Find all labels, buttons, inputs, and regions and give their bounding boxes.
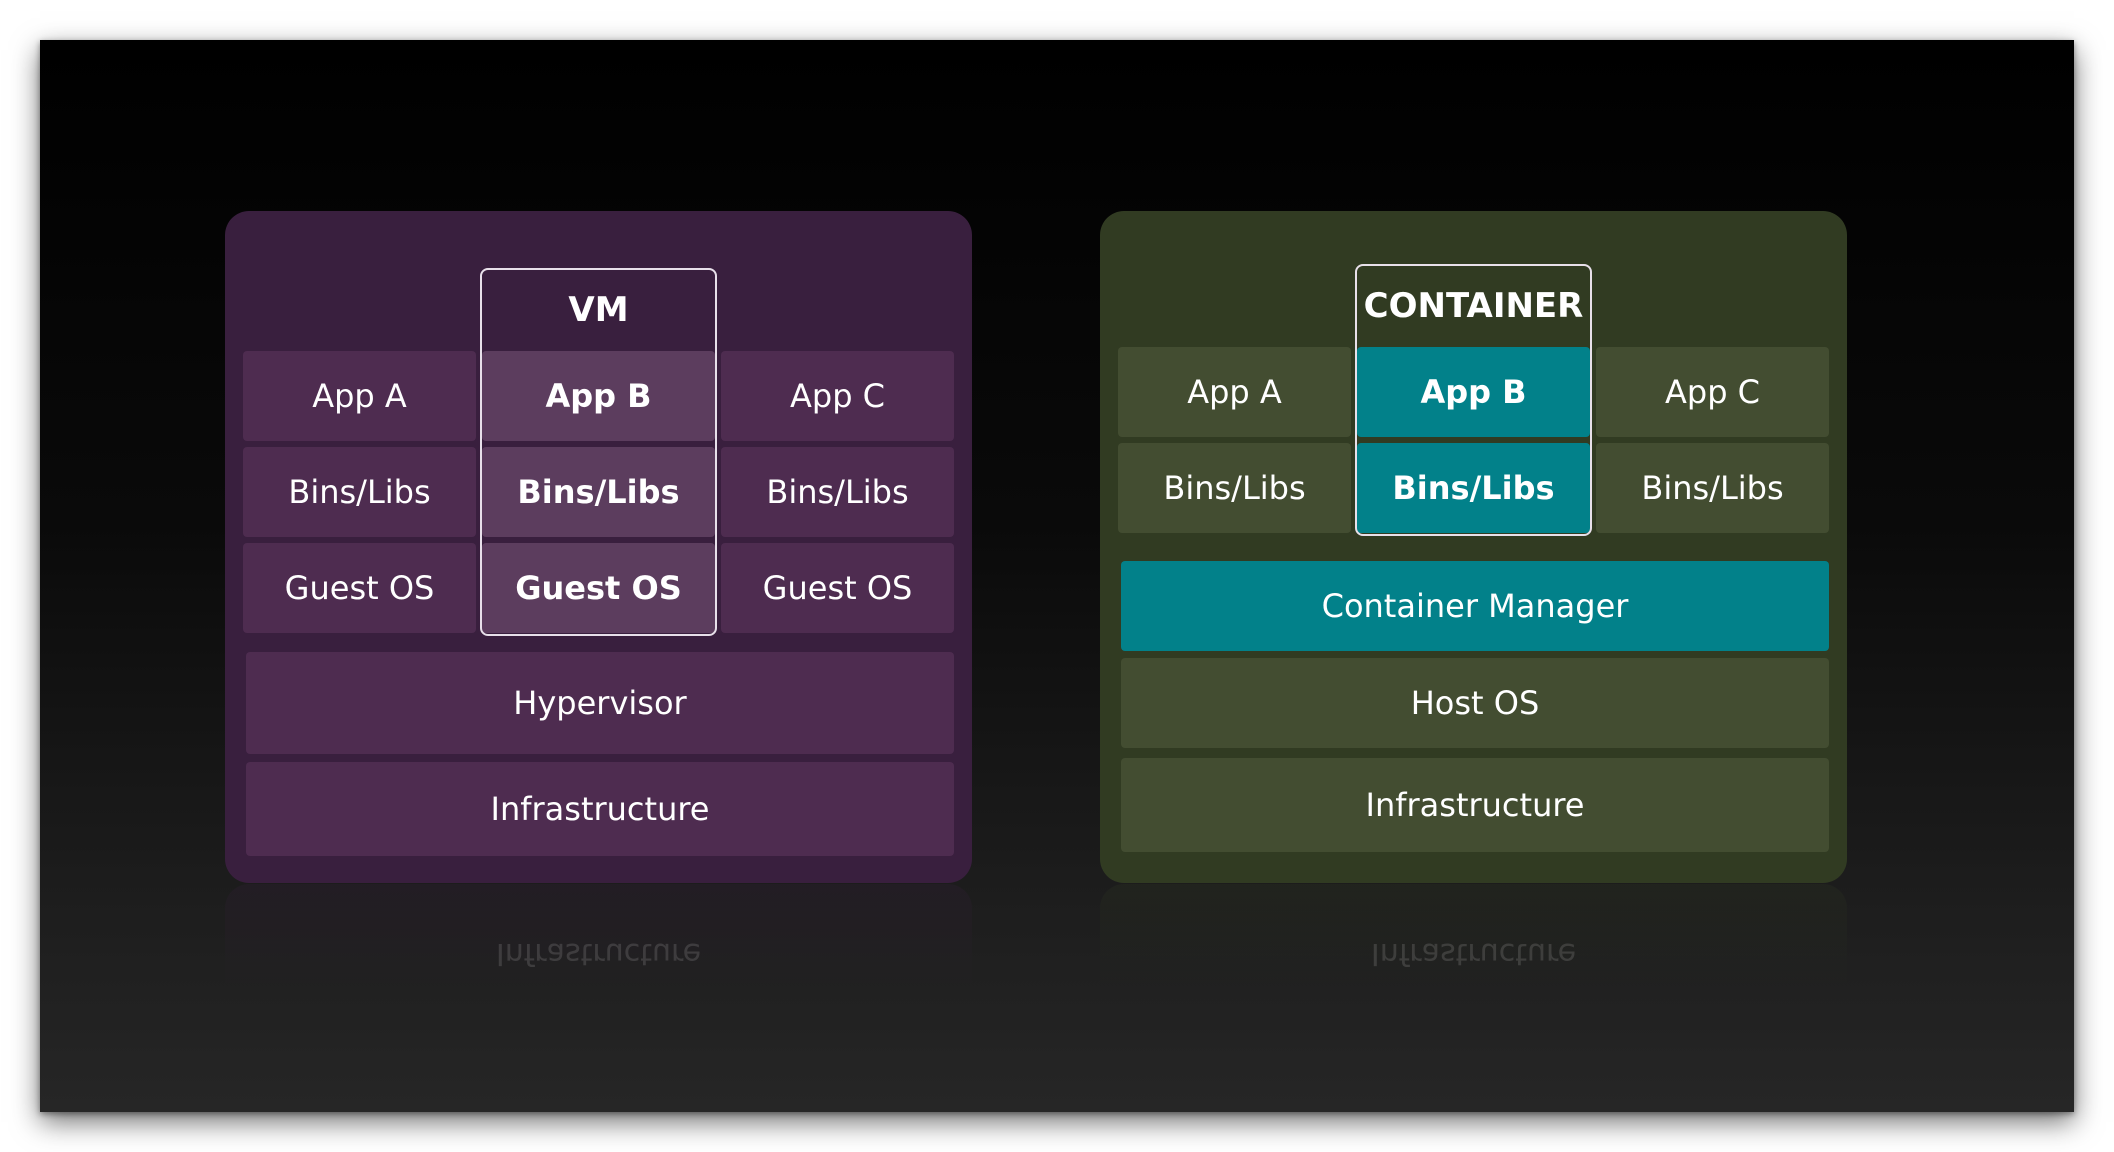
container-app-a: App A	[1118, 347, 1351, 437]
vm-reflection-text: Infrastructure	[495, 936, 702, 971]
container-app-c: App C	[1596, 347, 1829, 437]
container-libs-a: Bins/Libs	[1118, 443, 1351, 533]
container-manager-layer: Container Manager	[1121, 561, 1829, 651]
container-panel: App A App B App C Bins/Libs Bins/Libs Bi…	[1100, 211, 1847, 883]
container-libs-b: Bins/Libs	[1357, 443, 1590, 533]
container-libs-c: Bins/Libs	[1596, 443, 1829, 533]
vm-panel: App A App B App C Bins/Libs Bins/Libs Bi…	[225, 211, 972, 883]
container-app-b: App B	[1357, 347, 1590, 437]
container-title: CONTAINER	[1363, 286, 1584, 326]
vm-infrastructure-layer: Infrastructure	[246, 762, 954, 856]
container-panel-reflection: Infrastructure	[1100, 884, 1847, 1004]
vm-libs-a: Bins/Libs	[243, 447, 476, 537]
vm-guest-os-c: Guest OS	[721, 543, 954, 633]
vm-panel-reflection: Infrastructure	[225, 884, 972, 1004]
vm-guest-os-a: Guest OS	[243, 543, 476, 633]
vm-app-b: App B	[482, 351, 715, 441]
vm-guest-os-b: Guest OS	[482, 543, 715, 633]
vm-hypervisor-layer: Hypervisor	[246, 652, 954, 754]
vm-title: VM	[568, 290, 629, 330]
vm-highlight-frame: VM	[480, 268, 717, 636]
container-infrastructure-layer: Infrastructure	[1121, 758, 1829, 852]
vm-app-c: App C	[721, 351, 954, 441]
container-highlight-frame: CONTAINER	[1355, 264, 1592, 536]
vm-libs-c: Bins/Libs	[721, 447, 954, 537]
vm-libs-b: Bins/Libs	[482, 447, 715, 537]
container-host-os-layer: Host OS	[1121, 658, 1829, 748]
container-reflection-text: Infrastructure	[1370, 936, 1577, 971]
vm-app-a: App A	[243, 351, 476, 441]
